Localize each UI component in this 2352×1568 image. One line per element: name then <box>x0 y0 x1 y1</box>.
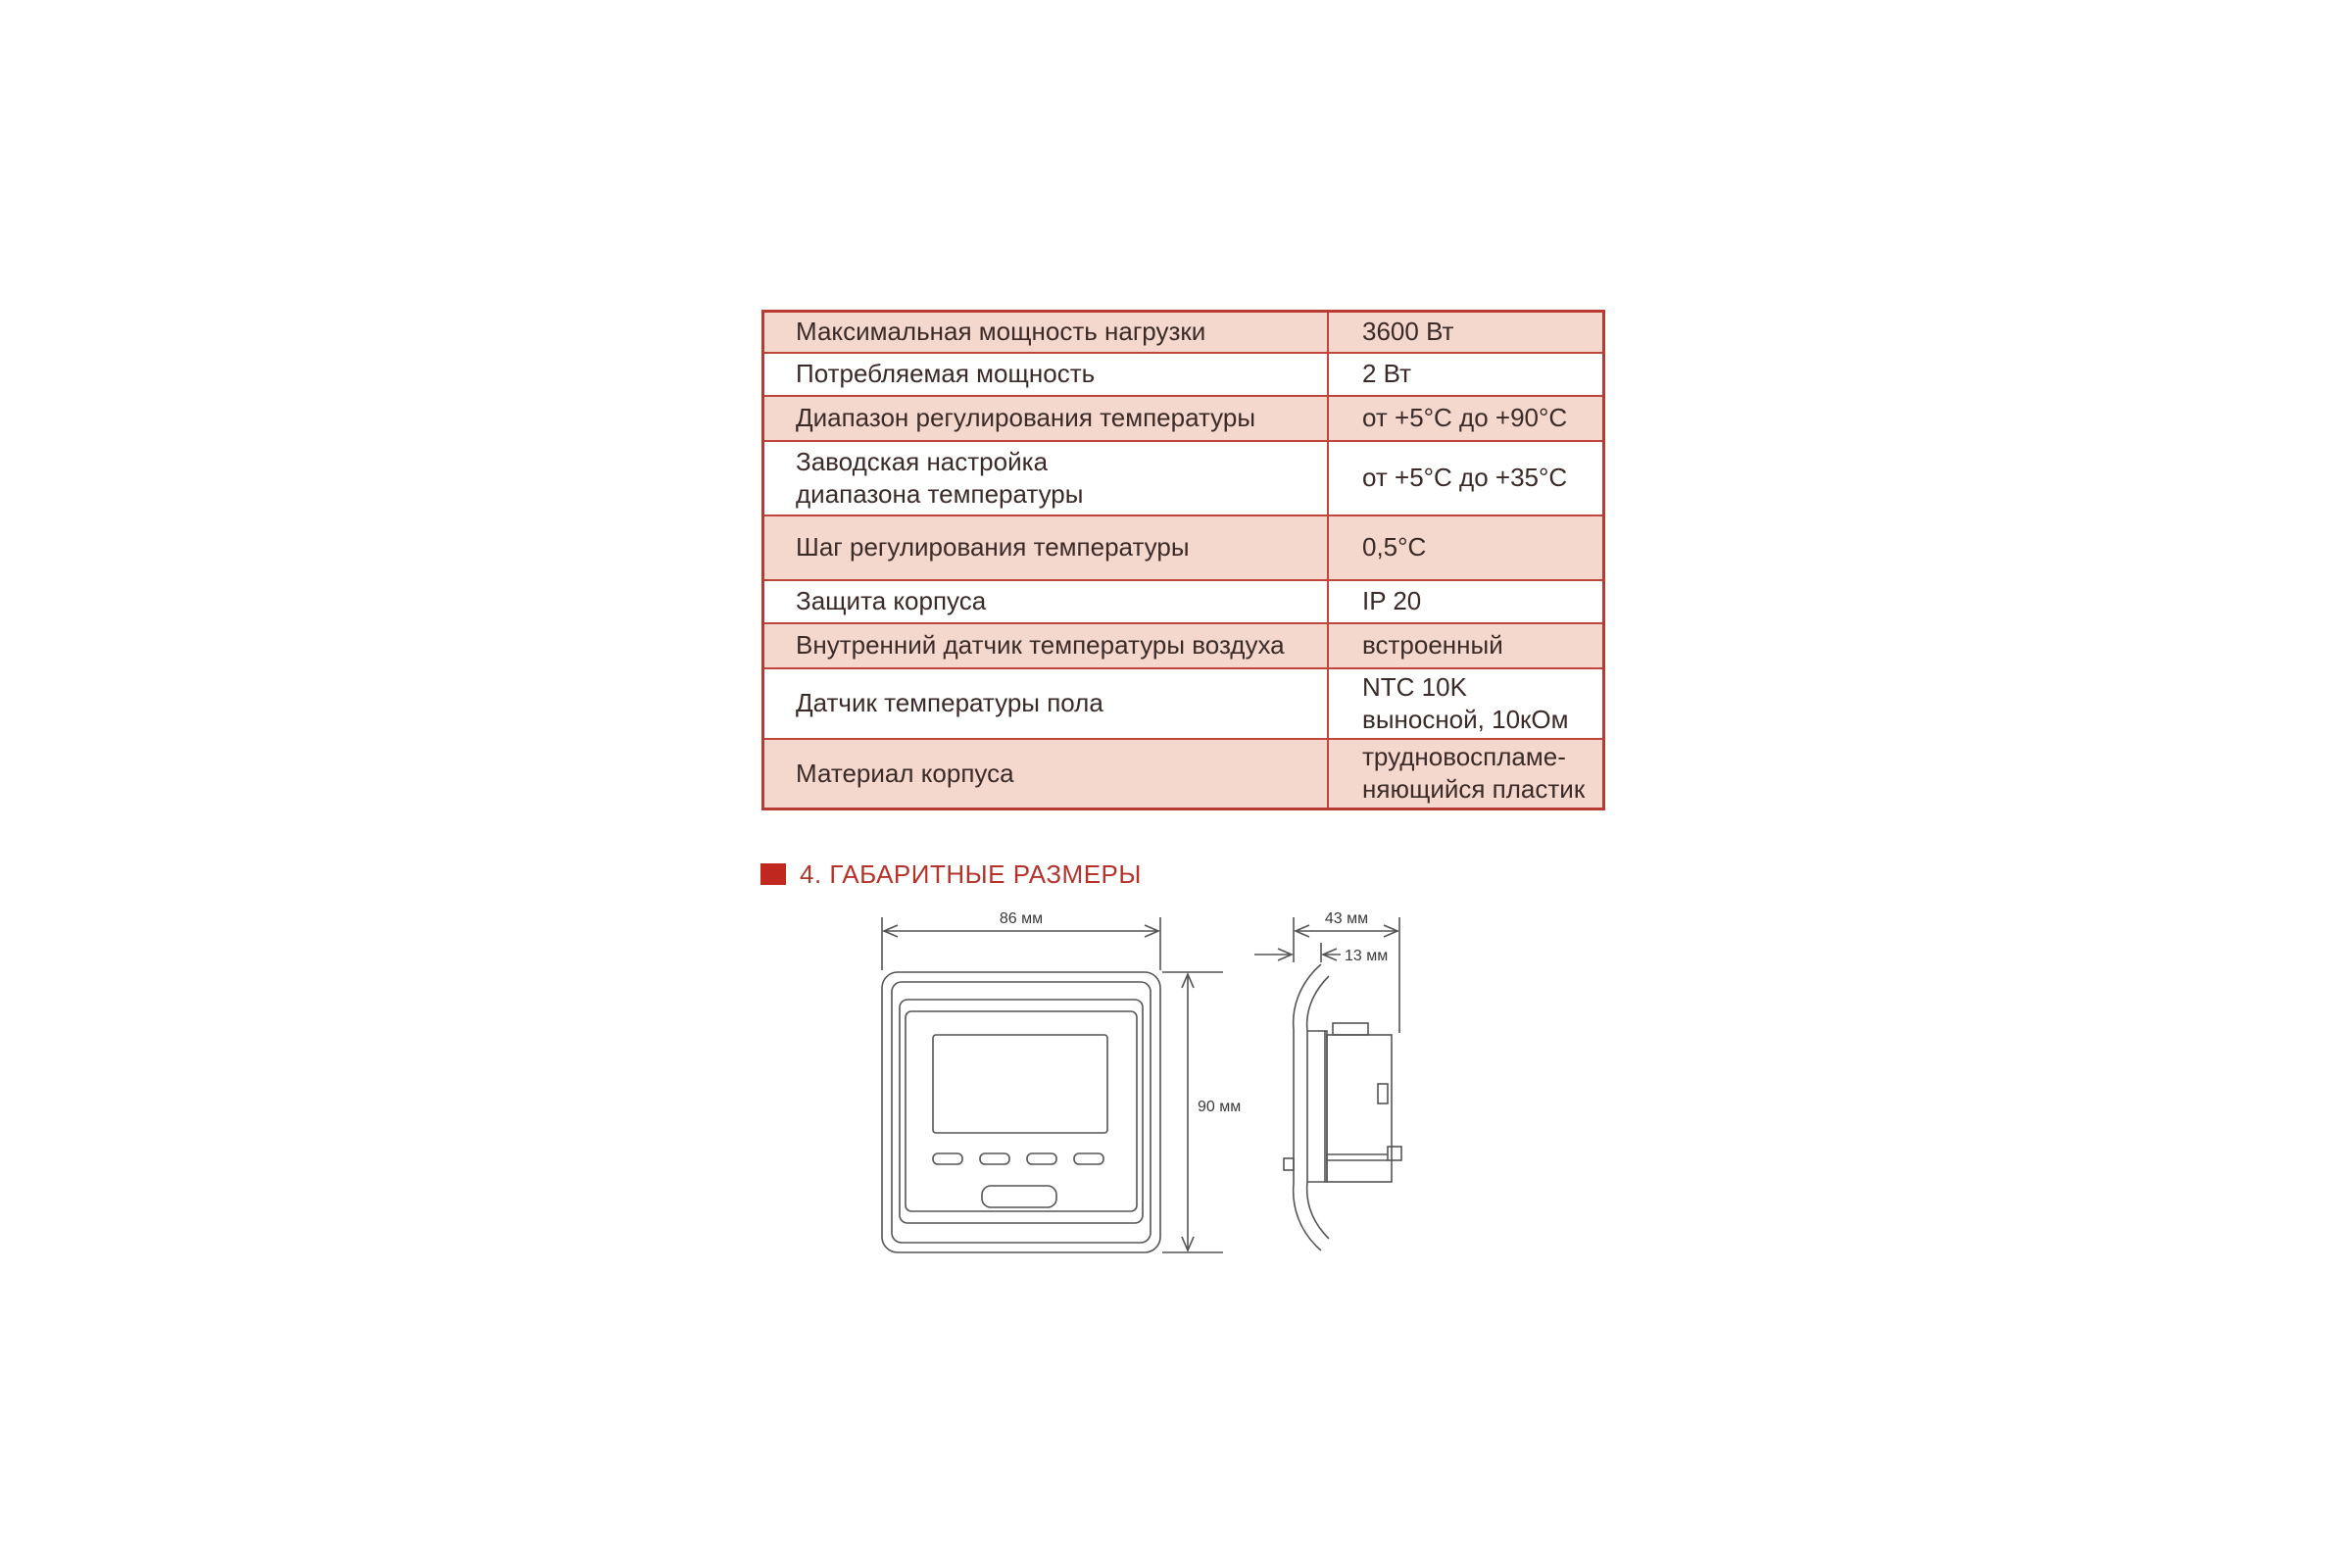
specifications-table: Максимальная мощность нагрузки 3600 Вт Пот… <box>761 310 1605 810</box>
spec-name: Защита корпуса <box>796 586 987 615</box>
section-marker-icon <box>760 863 786 885</box>
button-3 <box>1026 1152 1057 1165</box>
spec-name: Датчик температуры пола <box>796 688 1103 717</box>
bottom-clip <box>981 1185 1057 1208</box>
spec-value-cell: от +5°С до +90°С <box>1327 394 1605 442</box>
spec-value: от +5°С до +90°С <box>1362 403 1568 432</box>
spec-name-cell: Защита корпуса <box>761 578 1329 624</box>
front-view <box>881 917 1223 1253</box>
spec-value: встроенный <box>1362 630 1503 660</box>
table-row: Потребляемая мощность 2 Вт <box>761 351 1605 397</box>
spec-name-cell: Датчик температуры пола <box>761 666 1329 740</box>
spec-name: Внутренний датчик температуры воздуха <box>796 630 1285 660</box>
spec-value-cell: трудновоспламе-няющийся пластик <box>1327 737 1605 810</box>
spec-name-cell: Внутренний датчик температуры воздуха <box>761 621 1329 669</box>
table-row: Максимальная мощность нагрузки 3600 Вт <box>761 310 1605 354</box>
button-4 <box>1073 1152 1104 1165</box>
spec-value-cell: встроенный <box>1327 621 1605 669</box>
width-label: 86 мм <box>1000 910 1043 927</box>
spec-name: Материал корпуса <box>796 758 1014 788</box>
spec-value-cell: IP 20 <box>1327 578 1605 624</box>
spec-name: Заводская настройка <box>796 446 1049 476</box>
display-screen <box>932 1034 1108 1134</box>
spec-name: Диапазон регулирования температуры <box>796 403 1256 432</box>
side-view <box>1254 917 1402 1251</box>
spec-name: Максимальная мощность нагрузки <box>796 317 1206 347</box>
section-heading: 4. ГАБАРИТНЫЕ РАЗМЕРЫ <box>760 859 1142 889</box>
spec-value: 0,5°С <box>1362 532 1427 562</box>
table-row: Диапазон регулирования температуры от +5°… <box>761 394 1605 442</box>
spec-value: трудновоспламе- <box>1362 742 1566 772</box>
spec-name: Шаг регулирования температуры <box>796 532 1190 562</box>
spec-name: диапазона температуры <box>796 478 1084 509</box>
spec-name-cell: Шаг регулирования температуры <box>761 514 1329 581</box>
spec-value: NTC 10K <box>1362 671 1467 702</box>
height-label: 90 мм <box>1198 1099 1241 1115</box>
spec-value: 2 Вт <box>1362 359 1412 388</box>
spec-name-cell: Максимальная мощность нагрузки <box>761 310 1329 354</box>
spec-value-cell: от +5°С до +35°С <box>1327 439 1605 516</box>
table-row: Защита корпуса IP 20 <box>761 578 1605 624</box>
spec-name: Потребляемая мощность <box>796 359 1096 388</box>
spec-name-cell: Материал корпуса <box>761 737 1329 810</box>
table-row: Внутренний датчик температуры воздуха вст… <box>761 621 1605 669</box>
section-title: 4. ГАБАРИТНЫЕ РАЗМЕРЫ <box>800 858 1142 889</box>
spec-value: 3600 Вт <box>1362 317 1454 347</box>
spec-value-cell: 3600 Вт <box>1327 310 1605 354</box>
frame-depth-label: 13 мм <box>1345 948 1388 964</box>
spec-name-cell: Потребляемая мощность <box>761 351 1329 397</box>
spec-value: IP 20 <box>1362 586 1422 615</box>
specifications-body: Максимальная мощность нагрузки 3600 Вт Пот… <box>761 310 1605 810</box>
table-row: Шаг регулирования температуры 0,5°С <box>761 514 1605 581</box>
spec-value: выносной, 10кОм <box>1362 704 1569 734</box>
depth-label: 43 мм <box>1325 910 1368 927</box>
table-row: Материал корпуса трудновоспламе-няющийся … <box>761 737 1605 810</box>
spec-value: няющийся пластик <box>1362 774 1586 805</box>
spec-value: от +5°С до +35°С <box>1362 463 1568 492</box>
button-1 <box>932 1152 963 1165</box>
spec-value-cell: 2 Вт <box>1327 351 1605 397</box>
spec-name-cell: Диапазон регулирования температуры <box>761 394 1329 442</box>
button-2 <box>979 1152 1010 1165</box>
spec-value-cell: 0,5°С <box>1327 514 1605 581</box>
dimensions-drawing: 86 мм 90 мм 43 мм 13 мм <box>881 910 1402 1253</box>
